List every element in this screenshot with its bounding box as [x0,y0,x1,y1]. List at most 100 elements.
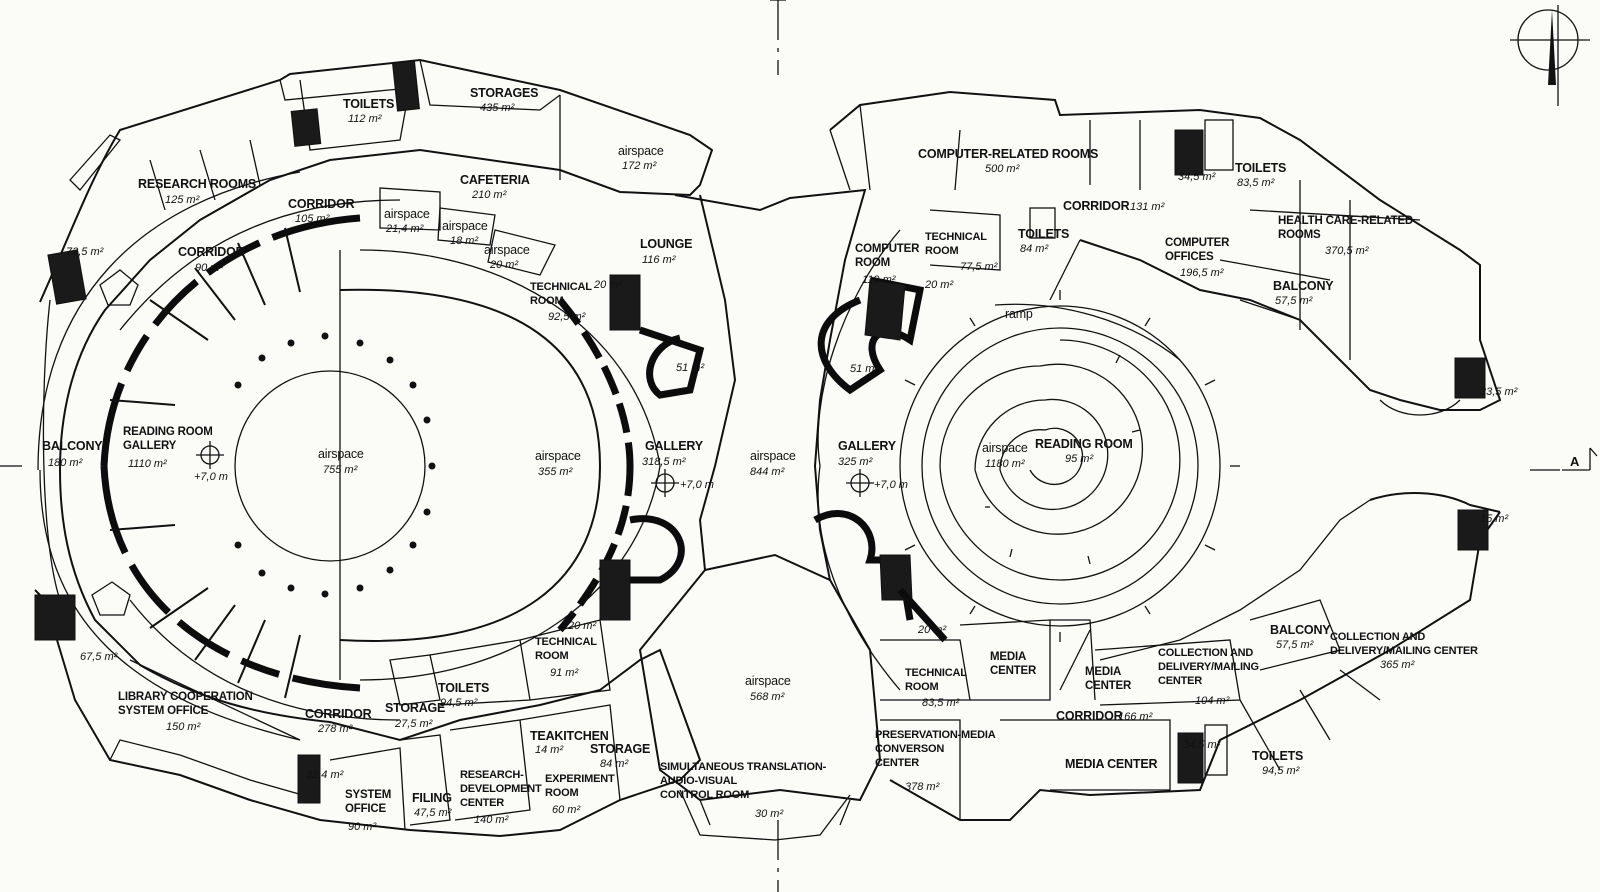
toilets-bottom-right-name: TOILETS [1252,749,1303,763]
right-wing [813,90,1502,821]
balcony-left-name: BALCONY [42,439,103,453]
columns [234,332,436,598]
axis-lines [0,0,1560,892]
gallery-left-area: 318,5 m² [642,456,686,468]
north-arrow-icon [1510,5,1590,106]
corridor-131-name: CORRIDOR [1063,199,1130,213]
airspace-top-left-area: 172 m² [622,160,657,172]
airspace-844-name: airspace [750,449,796,463]
gallery-shelves [109,227,301,699]
technical-room-br-area: 83,5 m² [922,697,960,709]
airspace-small-3-area: 20 m² [489,259,518,271]
preservation-media-area: 378 m² [905,781,940,793]
balcony-right-top-area: 57,5 m² [1275,295,1313,307]
technical-room-tr-area: 77,5 m² [960,261,998,273]
media-center-3-name: MEDIA CENTER [1065,757,1157,771]
center-block [638,188,882,841]
corridor-166-area: 166 m² [1118,711,1153,723]
reading-room-gallery-level: +7,0 m [194,471,228,483]
research-dev-area: 140 m² [474,814,509,826]
toilets-mid-area: 84 m² [1020,243,1048,255]
airspace-1180-name: airspace [982,441,1028,455]
toilets-top-right-name: TOILETS [1235,161,1286,175]
reading-room-gallery-area: 1110 m² [128,458,167,470]
airspace-top-left-name: airspace [618,144,664,158]
stair-20-br-area: 20 m² [917,624,946,636]
balcony-left-area: 180 m² [48,457,83,469]
teakitchen-area: 14 m² [535,744,563,756]
toilets-mid-name: TOILETS [1018,227,1069,241]
system-office-area: 90 m² [348,821,376,833]
corridor-131-area: 131 m² [1130,201,1165,213]
storage-small-name: STORAGE [385,701,445,715]
airspace-1180-area: 1180 m² [985,458,1025,470]
gallery-right-area: 325 m² [838,456,873,468]
corridor-left-area: 90 m² [195,262,223,274]
health-care-area: 370,5 m² [1325,245,1369,257]
airspace-355-area: 355 m² [538,466,573,478]
airspace-844-area: 844 m² [750,466,785,478]
section-marker-icon: A [1562,447,1598,471]
airspace-small-2-name: airspace [442,219,488,233]
stair-345-tr-area: 34,5 m² [1178,171,1216,183]
storage-84-name: STORAGE [590,742,650,756]
toilets-bottom-left-name: TOILETS [438,681,489,695]
airspace-small-1-area: 21,4 m² [385,223,424,235]
gallery-left-level: +7,0 m [680,479,714,491]
lounge-name: LOUNGE [640,237,692,251]
stair-51-tr-area: 51 m² [850,363,878,375]
stair-20-tl-area: 20 m² [593,279,622,291]
computer-related-area: 500 m² [985,163,1020,175]
airspace-755-name: airspace [318,447,364,461]
library-coop-area: 150 m² [166,721,201,733]
balcony-right-bottom-name: BALCONY [1270,623,1331,637]
stair-20-tr-area: 20 m² [924,279,953,291]
computer-related-name: COMPUTER-RELATED ROOMS [918,147,1098,161]
stair-15-br-area: 15 m² [1480,513,1508,525]
corridor-bottom-name: CORRIDOR [305,707,372,721]
reading-room-name: READING ROOM [1035,437,1133,451]
corridor-166-name: CORRIDOR [1056,709,1123,723]
airspace-small-1-name: airspace [384,207,430,221]
research-rooms-name: RESEARCH ROOMS [138,177,256,191]
toilets-bottom-right-area: 94,5 m² [1262,765,1300,777]
lounge-area: 116 m² [642,254,676,266]
spiral-reading-room [899,290,1240,642]
stair-51-tl-area: 51 m² [676,362,704,374]
airspace-568-area: 568 m² [750,691,785,703]
airspace-small-3-name: airspace [484,243,530,257]
left-wing [34,58,714,838]
technical-room-bl-area: 91 m² [550,667,578,679]
translation-room-area: 30 m² [755,808,783,820]
section-marker-label: A [1570,454,1580,469]
stair-32-area: 32,4 m² [306,769,344,781]
toilets-top-right-area: 83,5 m² [1237,177,1275,189]
corridor-left-name: CORRIDOR [178,245,245,259]
level-marker-icon [196,441,874,497]
corridor-bottom-area: 278 m² [317,723,353,735]
gallery-left-name: GALLERY [645,439,704,453]
balcony-right-bottom-area: 57,5 m² [1276,639,1314,651]
filing-name: FILING [412,791,452,805]
filing-area: 47,5 m² [414,807,452,819]
storage-84-area: 84 m² [600,758,628,770]
collection-delivery-small-area: 104 m² [1195,695,1230,707]
toilets-top-name: TOILETS [343,97,394,111]
stair-675-area: 67,5 m² [80,651,118,663]
experiment-room-area: 60 m² [552,804,580,816]
cafeteria-name: CAFETERIA [460,173,530,187]
corridor-top-name: CORRIDOR [288,197,355,211]
cafeteria-area: 210 m² [471,189,507,201]
